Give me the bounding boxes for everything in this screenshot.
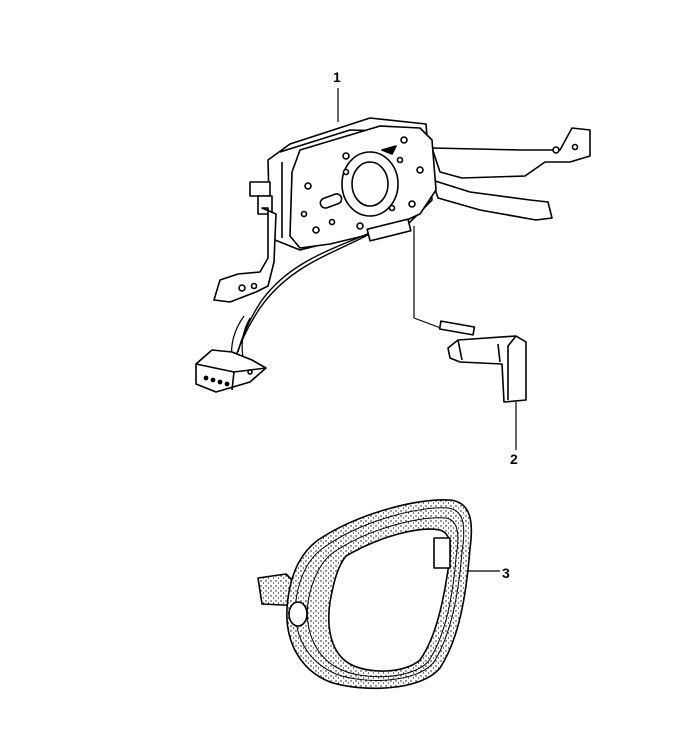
- callout-3: 3: [502, 565, 510, 581]
- right-lower-lever: [431, 179, 553, 221]
- foam-gasket: [257, 499, 500, 690]
- combination-switch-assembly: [195, 88, 591, 393]
- gasket-opening: [328, 528, 452, 672]
- callout-2: 2: [510, 451, 518, 467]
- callout-1: 1: [333, 69, 341, 85]
- contact-pin-bracket: [413, 226, 527, 450]
- wiring-harness: [237, 231, 373, 353]
- right-upper-lever: [431, 127, 591, 179]
- left-lever: [213, 207, 277, 303]
